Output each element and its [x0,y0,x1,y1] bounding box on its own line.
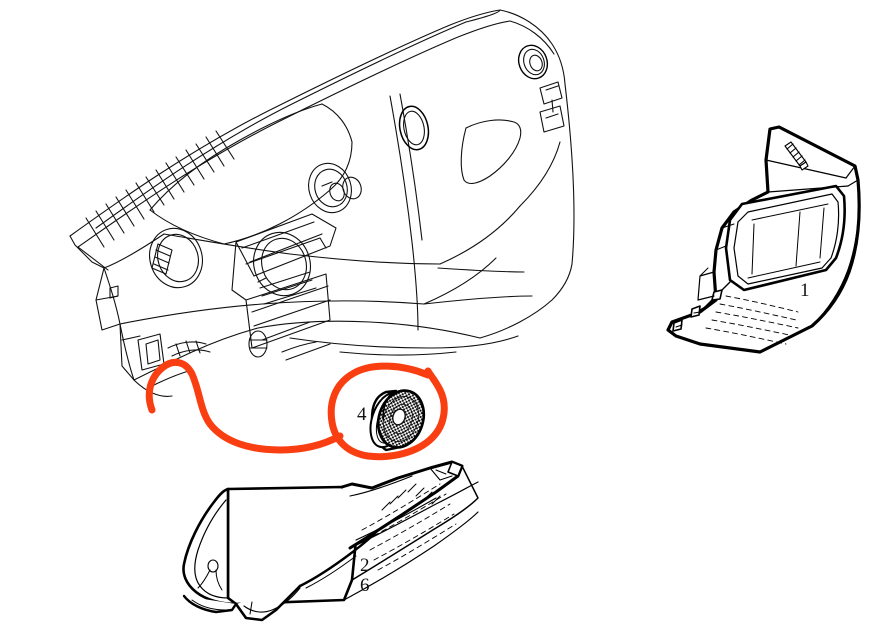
highlight-ellipse [327,362,448,461]
callout-label-1: 1 [800,280,810,301]
callout-label-2-6: 2 6 [360,556,370,596]
callout-numerator: 2 [360,555,370,576]
leader-line [145,358,344,454]
callout-label-4: 4 [357,404,367,425]
callout-denominator: 6 [360,574,370,596]
